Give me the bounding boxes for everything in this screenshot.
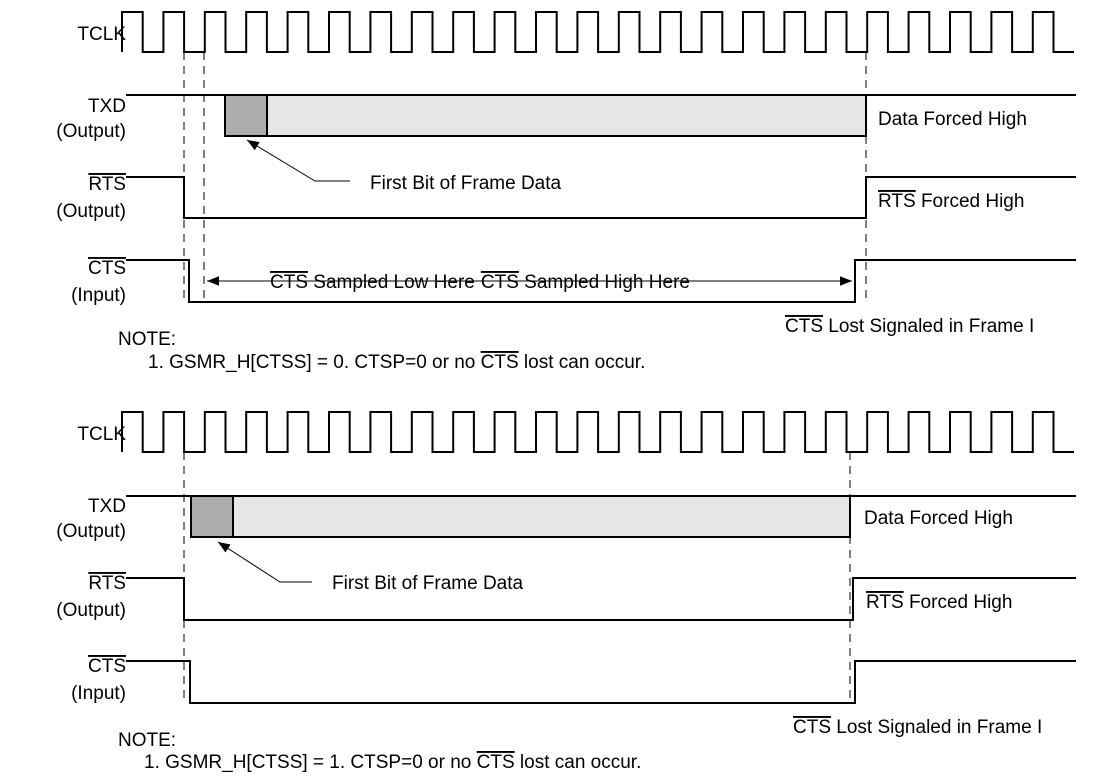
first-bit-box — [190, 495, 234, 538]
cts-lost-label: CTS Lost Signaled in Frame I — [785, 316, 1034, 337]
txd-direction-label: (Output) — [56, 121, 126, 142]
rts-waveform — [126, 577, 1076, 621]
cts-label: CTS — [88, 656, 126, 677]
txd-waveform — [126, 495, 1076, 538]
data-forced-high-label: Data Forced High — [878, 109, 1027, 130]
first-bit-pointer — [217, 541, 312, 583]
note-text: 1. GSMR_H[CTSS] = 0. CTSP=0 or no CTS lo… — [148, 352, 645, 373]
first-bit-label: First Bit of Frame Data — [332, 573, 524, 594]
rts-forced-high-label: RTS Forced High — [866, 592, 1012, 613]
first-bit-label: First Bit of Frame Data — [370, 173, 562, 194]
rts-forced-high-label: RTS Forced High — [878, 191, 1024, 212]
cts-waveform — [126, 259, 1076, 303]
tclk-waveform — [121, 11, 1074, 53]
tclk-waveform — [121, 411, 1074, 453]
cts-lost-label: CTS Lost Signaled in Frame I — [793, 717, 1042, 738]
first-bit-box — [224, 94, 268, 137]
cts-label: CTS — [88, 258, 126, 279]
frame-data-box — [190, 495, 851, 538]
note-heading: NOTE: — [118, 730, 176, 751]
rts-direction-label: (Output) — [56, 600, 126, 621]
frame-data-box — [224, 94, 867, 137]
rts-signal-name: RTS — [878, 191, 916, 212]
rts-direction-label: (Output) — [56, 201, 126, 222]
rts-waveform — [126, 176, 1076, 219]
rts-signal-name: RTS — [866, 592, 904, 613]
txd-waveform — [126, 94, 1076, 137]
tclk-label: TCLK — [77, 424, 126, 445]
note-heading: NOTE: — [118, 329, 176, 350]
cts-direction-label: (Input) — [71, 285, 126, 306]
tclk-label: TCLK — [77, 24, 126, 45]
txd-label: TXD — [88, 496, 126, 517]
cts-waveform — [126, 660, 1076, 704]
txd-direction-label: (Output) — [56, 521, 126, 542]
timing-panel-1: TCLK TXD (Output) RTS (Output) CTS (Inpu… — [56, 11, 1076, 373]
rts-label: RTS — [88, 573, 126, 594]
first-bit-pointer — [246, 139, 350, 182]
note-text: 1. GSMR_H[CTSS] = 1. CTSP=0 or no CTS lo… — [144, 752, 641, 773]
timing-panel-2: TCLK TXD (Output) RTS (Output) CTS (Inpu… — [56, 411, 1076, 773]
data-forced-high-label: Data Forced High — [864, 508, 1013, 529]
cts-direction-label: (Input) — [71, 683, 126, 704]
rts-label: RTS — [88, 174, 126, 195]
txd-label: TXD — [88, 96, 126, 117]
